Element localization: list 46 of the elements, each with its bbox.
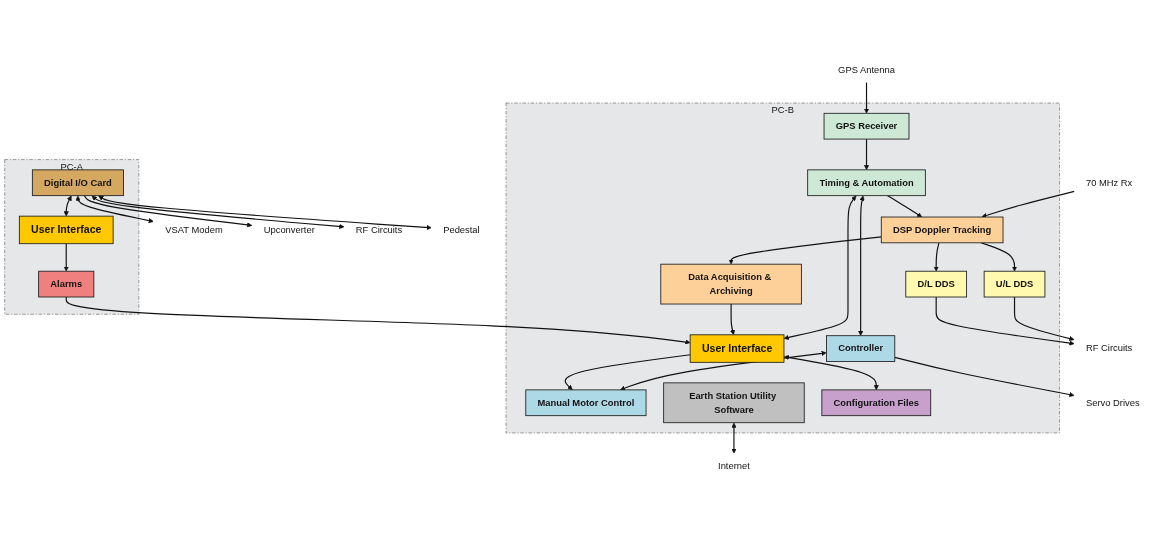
node-box: Alarms bbox=[38, 270, 95, 298]
arrow bbox=[935, 296, 1075, 346]
arrow bbox=[98, 195, 432, 231]
arrow bbox=[63, 243, 69, 272]
arrow bbox=[75, 195, 154, 224]
node-text: 70 MHz Rx bbox=[1085, 177, 1133, 188]
arrow bbox=[65, 296, 691, 345]
node-box: User Interface bbox=[18, 215, 114, 245]
node-box: DSP Doppler Tracking bbox=[880, 216, 1004, 244]
node-box: Data Acquisition & Archiving bbox=[660, 263, 802, 305]
arrow bbox=[731, 422, 737, 454]
arrow bbox=[783, 354, 879, 391]
node-text: VSAT Modem bbox=[165, 224, 223, 235]
arrow bbox=[728, 236, 882, 265]
arrow bbox=[863, 138, 870, 171]
arrow bbox=[63, 195, 72, 217]
node-box: U/L DDS bbox=[983, 270, 1046, 298]
node-box: Timing & Automation bbox=[807, 169, 926, 197]
arrow bbox=[858, 195, 865, 336]
node-text: Upconverter bbox=[263, 224, 315, 235]
arrow bbox=[980, 242, 1018, 272]
node-text: Internet bbox=[718, 461, 750, 472]
arrow bbox=[564, 354, 691, 391]
node-text: RF Circuits bbox=[1085, 343, 1133, 354]
node-box: Controller bbox=[826, 335, 896, 362]
node-box: Earth Station Utility Software bbox=[663, 382, 805, 424]
arrow bbox=[981, 190, 1075, 219]
arrow bbox=[91, 195, 345, 230]
node-box: Configuration Files bbox=[821, 389, 932, 417]
node-text: Servo Drives bbox=[1085, 397, 1140, 408]
node-text: RF Circuits bbox=[355, 224, 403, 235]
arrow bbox=[730, 303, 735, 336]
node-box: GPS Receiver bbox=[823, 112, 910, 140]
arrow bbox=[886, 195, 923, 218]
arrow bbox=[863, 81, 870, 114]
node-box: User Interface bbox=[689, 334, 785, 363]
node-box: D/L DDS bbox=[905, 270, 967, 298]
arrow bbox=[83, 195, 253, 228]
arrow bbox=[933, 242, 940, 272]
node-box: Digital I/O Card bbox=[31, 169, 124, 197]
arrow bbox=[783, 195, 857, 340]
node-text: Pedestal bbox=[443, 224, 480, 235]
node-box: Manual Motor Control bbox=[525, 389, 647, 417]
node-text: GPS Antenna bbox=[838, 64, 895, 75]
arrow bbox=[894, 356, 1075, 398]
arrow bbox=[1013, 296, 1075, 342]
